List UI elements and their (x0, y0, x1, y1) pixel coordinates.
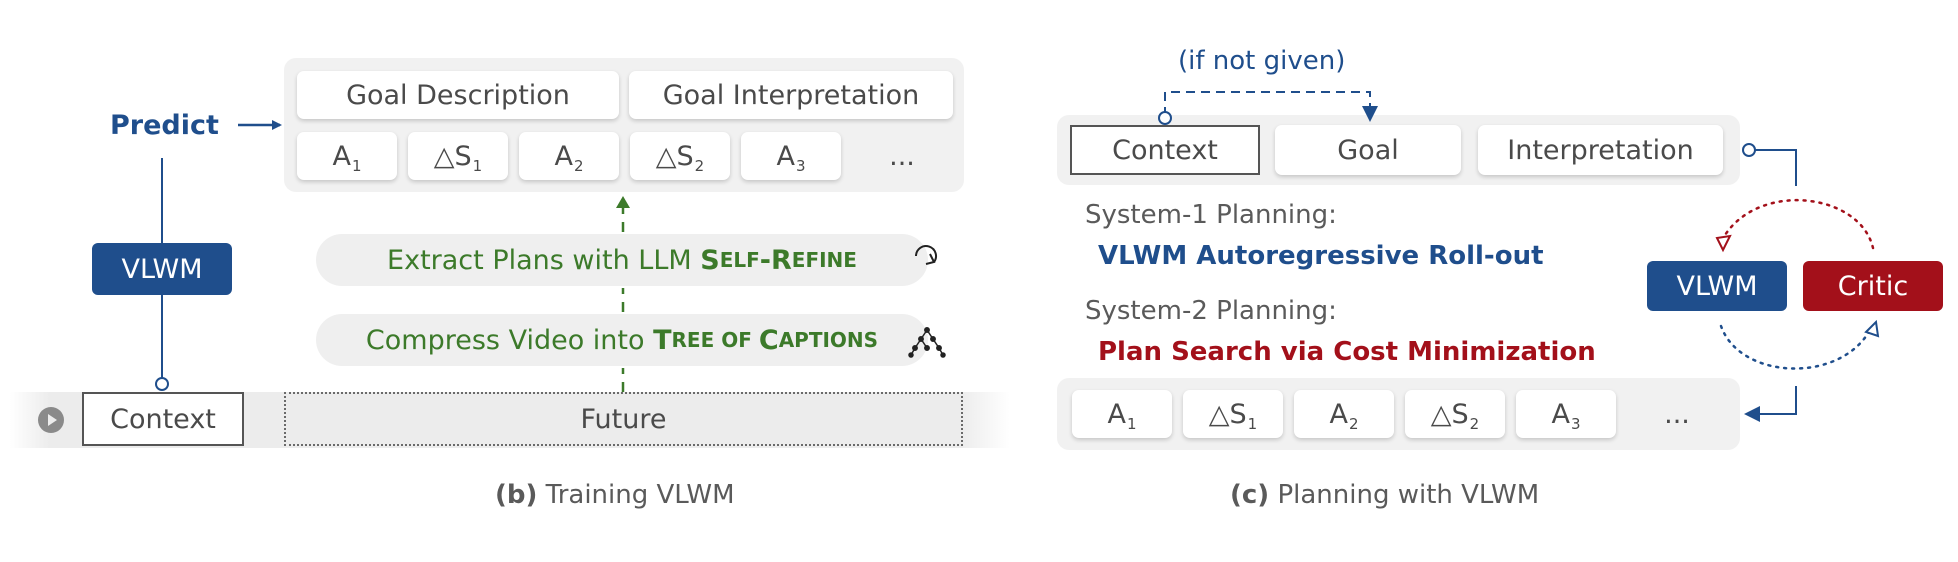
system1-method: VLWM Autoregressive Roll-out (1098, 241, 1544, 271)
future-box: Future (284, 392, 963, 446)
sequence-ellipsis: ... (889, 140, 915, 172)
caption-b: (b) Training VLWM (495, 480, 735, 510)
interpretation-port (1742, 143, 1756, 157)
system2-method: Plan Search via Cost Minimization (1098, 337, 1596, 367)
vlwm-model-box-c: VLWM (1647, 261, 1787, 311)
interpretation-connector (1755, 149, 1797, 186)
context-port (155, 377, 169, 391)
goal-card: Goal (1275, 125, 1461, 175)
vlwm-to-critic-loop (1719, 324, 1872, 370)
predict-label: Predict (110, 110, 219, 141)
refresh-icon (915, 245, 937, 265)
system2-label: System-2 Planning: (1085, 296, 1337, 326)
vlwm-model-box: VLWM (92, 243, 232, 295)
context-port-c (1158, 111, 1172, 125)
tree-icon (908, 327, 946, 358)
future-label: Future (580, 403, 667, 435)
caption-c: (c) Planning with VLWM (1230, 480, 1540, 510)
goal-arrow-head (1362, 106, 1378, 122)
output-arrow-head (1744, 406, 1760, 422)
context-box-c: Context (1070, 125, 1260, 175)
sequence-ellipsis-c: ... (1664, 398, 1690, 430)
if-not-given-label: (if not given) (1178, 46, 1346, 76)
goal-description-card: Goal Description (297, 71, 619, 119)
goal-interpretation-card: Goal Interpretation (629, 71, 953, 119)
interpretation-card: Interpretation (1478, 125, 1723, 175)
context-box: Context (82, 392, 244, 446)
output-connector (1758, 386, 1797, 415)
if-not-given-connector (1164, 91, 1371, 116)
vlwm-output-arrowhead (1864, 319, 1880, 338)
system1-label: System-1 Planning: (1085, 200, 1337, 230)
critic-feedback-arrowhead (1715, 234, 1732, 253)
play-icon[interactable] (38, 407, 64, 433)
critic-to-vlwm-loop (1720, 198, 1875, 250)
critic-box: Critic (1803, 261, 1943, 311)
